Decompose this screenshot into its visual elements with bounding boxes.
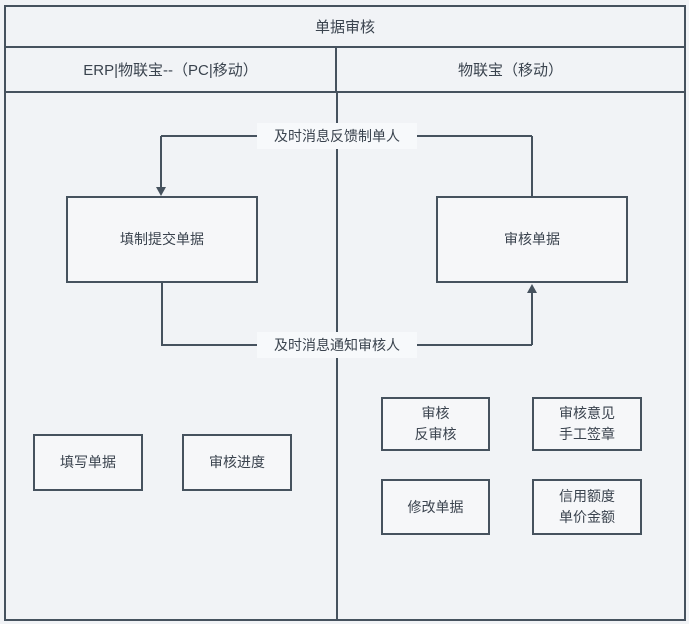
node-audit-line2: 反审核 [414, 426, 457, 442]
lane-header-erp-label: ERP|物联宝--（PC|移动） [83, 62, 258, 79]
node-modify-document: 修改单据 [381, 479, 490, 535]
connector-from-submit [161, 283, 163, 345]
node-opinion-line2: 手工签章 [559, 426, 615, 442]
node-modify-line1: 修改单据 [407, 498, 464, 515]
lane-header-wulianbao: 物联宝（移动） [337, 48, 684, 91]
node-credit-line1: 信用额度 [559, 488, 615, 504]
arrowhead-down-icon [156, 187, 166, 196]
diagram-title: 单据审核 [314, 19, 375, 36]
node-audit-line1: 审核 [421, 405, 450, 421]
node-review-progress: 审核进度 [182, 434, 292, 491]
node-audit-unaudit: 审核 反审核 [381, 397, 490, 451]
connector-notify-right [416, 344, 532, 346]
node-review-document: 审核单据 [436, 196, 628, 283]
node-submit-document-label: 填制提交单据 [120, 231, 204, 247]
node-fill-document-label: 填写单据 [60, 454, 116, 470]
node-credit-line2: 单价金额 [559, 509, 615, 525]
node-opinion-line1: 审核意见 [559, 405, 615, 421]
node-opinion-signature: 审核意见 手工签章 [532, 397, 642, 451]
node-submit-document: 填制提交单据 [66, 196, 258, 283]
node-fill-document: 填写单据 [33, 434, 143, 491]
swimlane-frame: 单据审核 ERP|物联宝--（PC|移动） 物联宝（移动） [4, 5, 686, 621]
connector-notify-left [161, 344, 258, 346]
lane-header-erp: ERP|物联宝--（PC|移动） [6, 48, 337, 91]
flow-label-feedback: 及时消息反馈制单人 [257, 123, 417, 149]
lane-header-wulianbao-label: 物联宝（移动） [457, 62, 563, 79]
connector-into-submit [160, 136, 162, 188]
connector-into-review [531, 292, 533, 345]
flow-label-notify: 及时消息通知审核人 [257, 332, 417, 358]
node-review-progress-label: 审核进度 [209, 454, 265, 470]
node-credit-amount: 信用额度 单价金额 [532, 479, 642, 535]
node-review-document-label: 审核单据 [504, 231, 560, 247]
arrowhead-up-icon [527, 284, 537, 293]
connector-feedback-right [416, 135, 532, 137]
diagram-title-row: 单据审核 [6, 7, 684, 48]
connector-feedback-left [161, 135, 258, 137]
connector-from-review [531, 136, 533, 196]
lane-header-row: ERP|物联宝--（PC|移动） 物联宝（移动） [6, 48, 684, 93]
